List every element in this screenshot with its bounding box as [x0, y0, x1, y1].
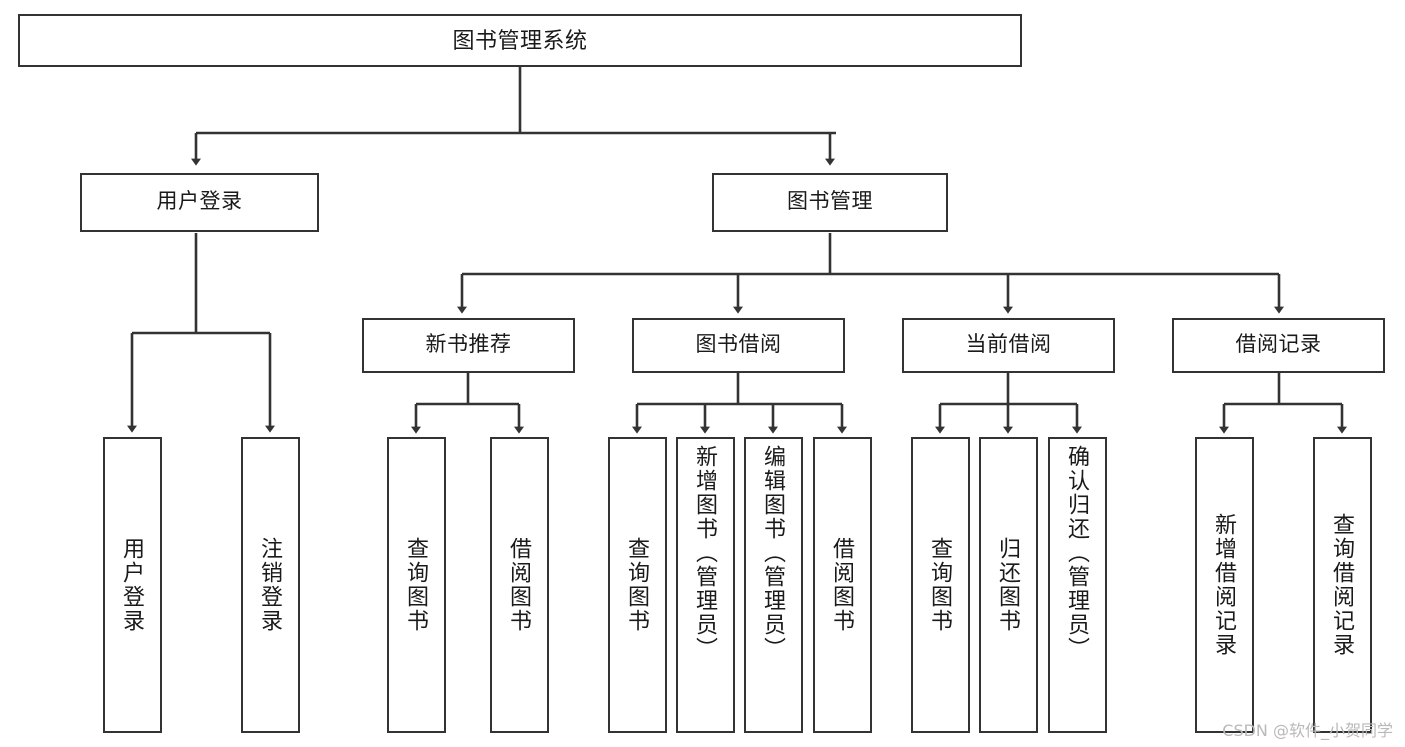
node-label: 编辑图书（管理员）: [761, 445, 787, 661]
node-user-login[interactable]: 用户登录: [80, 173, 319, 232]
node-label: 图书借阅: [695, 333, 782, 357]
node-label: 当前借阅: [965, 333, 1052, 357]
node-label: 用户登录: [120, 537, 146, 633]
node-label: 新增图书（管理员）: [693, 445, 719, 661]
node-label: 图书管理系统: [452, 27, 588, 53]
node-label: 归还图书: [996, 537, 1022, 633]
node-root-system[interactable]: 图书管理系统: [18, 14, 1022, 67]
node-current-borrow[interactable]: 当前借阅: [902, 318, 1115, 373]
node-label: 借阅记录: [1235, 333, 1322, 357]
node-leaf-borrow-book-1[interactable]: 借阅图书: [490, 437, 549, 733]
node-label: 新增借阅记录: [1212, 513, 1238, 657]
node-leaf-query-book-2[interactable]: 查询图书: [608, 437, 667, 733]
node-label: 确认归还（管理员）: [1065, 445, 1091, 661]
node-leaf-return-book[interactable]: 归还图书: [979, 437, 1038, 733]
csdn-watermark: CSDN @软件_小贺同学: [1222, 721, 1393, 740]
node-leaf-add-book[interactable]: 新增图书（管理员）: [676, 437, 735, 733]
node-label: 查询图书: [625, 537, 651, 633]
node-leaf-edit-book[interactable]: 编辑图书（管理员）: [744, 437, 803, 733]
node-book-manage[interactable]: 图书管理: [712, 173, 948, 232]
node-leaf-user-login[interactable]: 用户登录: [103, 437, 162, 733]
node-book-borrow[interactable]: 图书借阅: [632, 318, 845, 373]
node-label: 借阅图书: [830, 537, 856, 633]
node-leaf-borrow-book-2[interactable]: 借阅图书: [813, 437, 872, 733]
node-leaf-confirm-return[interactable]: 确认归还（管理员）: [1048, 437, 1107, 733]
node-leaf-query-book-1[interactable]: 查询图书: [387, 437, 446, 733]
node-label: 图书管理: [787, 190, 873, 214]
node-leaf-add-record[interactable]: 新增借阅记录: [1195, 437, 1254, 733]
node-label: 查询借阅记录: [1330, 513, 1356, 657]
node-label: 借阅图书: [507, 537, 533, 633]
node-label: 查询图书: [928, 537, 954, 633]
node-leaf-query-record[interactable]: 查询借阅记录: [1313, 437, 1372, 733]
node-leaf-logout[interactable]: 注销登录: [241, 437, 300, 733]
node-label: 用户登录: [156, 190, 243, 214]
node-leaf-query-book-3[interactable]: 查询图书: [911, 437, 970, 733]
node-borrow-record[interactable]: 借阅记录: [1172, 318, 1385, 373]
node-new-book-recommend[interactable]: 新书推荐: [362, 318, 575, 373]
node-label: 查询图书: [404, 537, 430, 633]
node-label: 新书推荐: [425, 333, 512, 357]
node-label: 注销登录: [258, 537, 284, 633]
